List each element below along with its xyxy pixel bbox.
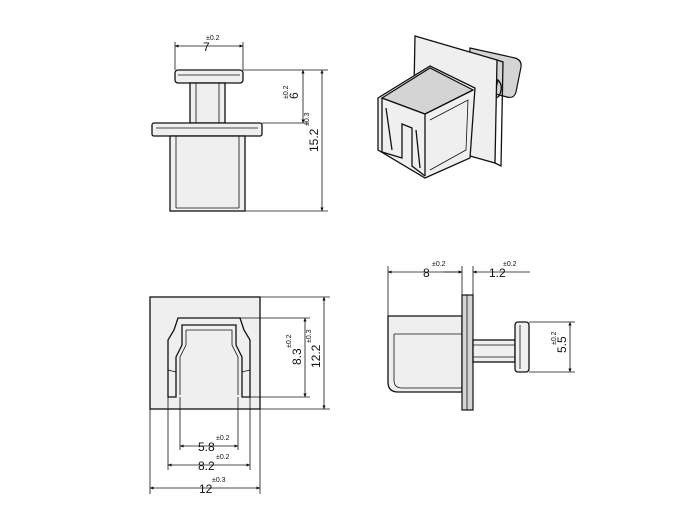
tol-front-neck: ±0.2 [283, 85, 290, 99]
top-view: 8.3 ±0.2 12.2 ±0.3 5.8 ±0.2 8.2 ±0.2 12 … [149, 296, 330, 496]
tol-side-flange-thickness: ±0.2 [503, 261, 517, 268]
dim-side-knob-height: 5.5 [555, 336, 569, 353]
isometric-view [377, 35, 522, 179]
tol-front-height: ±0.3 [304, 112, 311, 126]
tol-front-width: ±0.2 [206, 35, 220, 42]
dim-front-height: 15.2 [307, 128, 321, 152]
dim-top-inner-height: 8.3 [290, 348, 304, 365]
tol-top-plug-width: ±0.2 [216, 454, 230, 461]
front-view: 7 ±0.2 6 ±0.2 15.2 ±0.3 [151, 35, 328, 212]
dim-top-flange-width: 12 [199, 482, 213, 496]
tol-side-plug-length: ±0.2 [432, 261, 446, 268]
dim-top-outer-height: 12.2 [309, 344, 323, 368]
tol-side-knob-height: ±0.2 [551, 331, 558, 345]
dim-side-flange-thickness: 1.2 [489, 266, 506, 280]
dim-top-inner-width: 5.8 [198, 440, 215, 454]
dim-top-plug-width: 8.2 [198, 459, 215, 473]
dim-front-width: 7 [203, 40, 210, 54]
tol-top-flange-width: ±0.3 [212, 477, 226, 484]
dim-front-neck: 6 [287, 92, 301, 99]
tol-top-outer-height: ±0.3 [306, 329, 313, 343]
tol-top-inner-width: ±0.2 [216, 435, 230, 442]
tol-top-inner-height: ±0.2 [286, 334, 293, 348]
side-view: 8 ±0.2 1.2 ±0.2 5.5 ±0.2 [387, 261, 575, 411]
dim-side-plug-length: 8 [423, 266, 430, 280]
